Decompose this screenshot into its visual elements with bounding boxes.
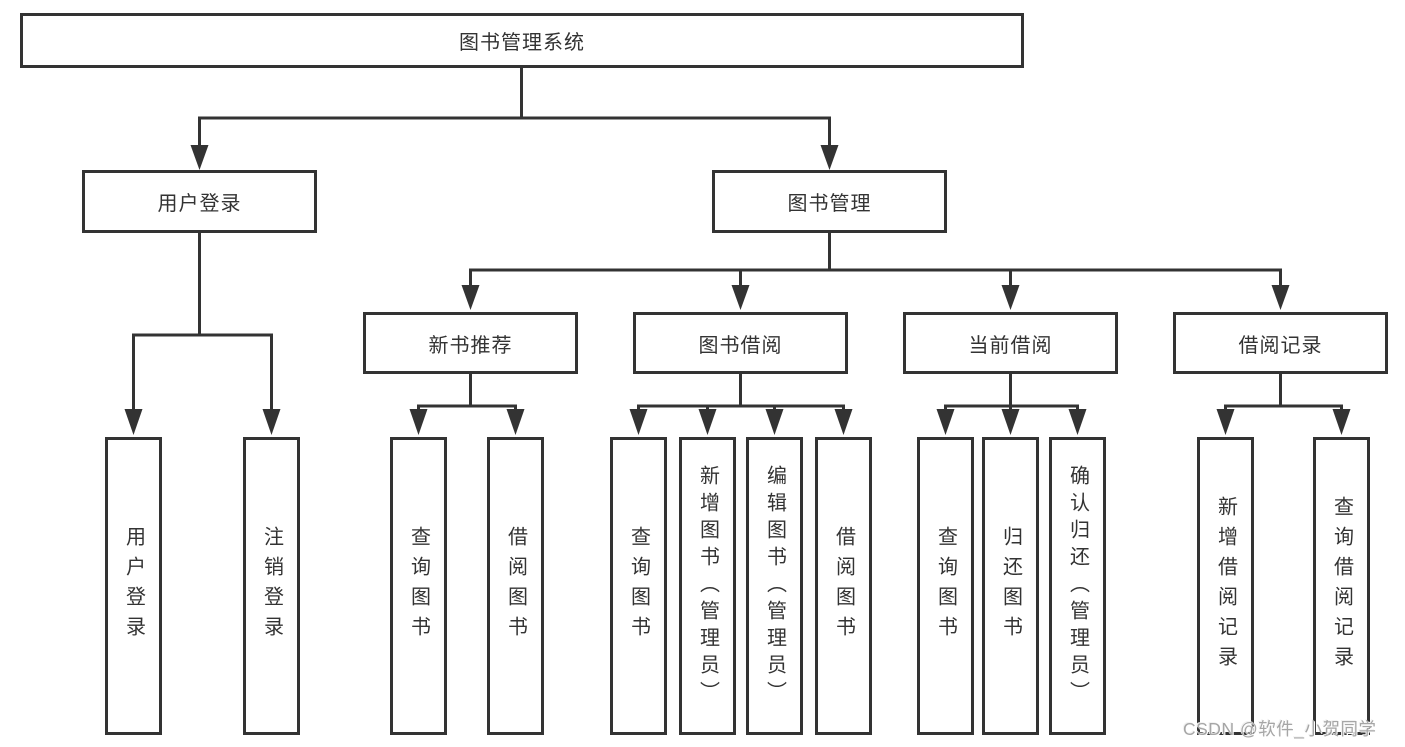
node-label: 借阅图书 <box>504 526 527 646</box>
node-user-login: 用户登录 <box>82 170 317 233</box>
connector-root-to-level2 <box>198 68 831 146</box>
arrowheads-record-children <box>1216 409 1351 435</box>
csdn-watermark: CSDN @软件_小贺同学 <box>1183 719 1377 739</box>
node-query-borrow-record: 查询借阅记录 <box>1313 437 1370 735</box>
node-label: 编辑图书（管理员） <box>763 464 786 708</box>
node-label: 确认归还（管理员） <box>1066 464 1089 708</box>
node-borrow-books-leaf: 借阅图书 <box>815 437 872 735</box>
node-return-books: 归还图书 <box>982 437 1039 735</box>
node-label: 借阅图书 <box>832 526 855 646</box>
connector-current-borrow-children <box>944 374 1079 411</box>
connector-user-login-children <box>132 233 273 411</box>
node-confirm-return-admin: 确认归还（管理员） <box>1049 437 1106 735</box>
node-query-books-recommend: 查询图书 <box>390 437 447 735</box>
node-logout-leaf: 注销登录 <box>243 437 300 735</box>
node-borrowing-records: 借阅记录 <box>1173 312 1388 374</box>
node-label: 用户登录 <box>122 526 145 646</box>
node-book-management: 图书管理 <box>712 170 947 233</box>
connector-borrowing-children <box>637 374 845 411</box>
node-label: 注销登录 <box>260 526 283 646</box>
node-book-borrowing: 图书借阅 <box>633 312 848 374</box>
node-edit-books-admin: 编辑图书（管理员） <box>746 437 803 735</box>
node-library-management-system: 图书管理系统 <box>20 13 1024 68</box>
node-label: 查询图书 <box>627 526 650 646</box>
node-user-login-leaf: 用户登录 <box>105 437 162 735</box>
node-label: 归还图书 <box>999 526 1022 646</box>
connector-record-children <box>1224 374 1343 411</box>
node-borrow-books-recommend: 借阅图书 <box>487 437 544 735</box>
arrowheads-current-borrow-children <box>936 409 1087 435</box>
node-query-books-current: 查询图书 <box>917 437 974 735</box>
node-add-borrow-record: 新增借阅记录 <box>1197 437 1254 735</box>
node-query-books-borrow: 查询图书 <box>610 437 667 735</box>
arrowheads-user-login-children <box>124 409 281 435</box>
node-new-book-recommendation: 新书推荐 <box>363 312 578 374</box>
node-label: 新增图书（管理员） <box>696 464 719 708</box>
arrowheads-recommend-children <box>409 409 525 435</box>
node-label: 查询图书 <box>934 526 957 646</box>
node-add-books-admin: 新增图书（管理员） <box>679 437 736 735</box>
node-label: 查询借阅记录 <box>1330 496 1353 676</box>
arrowheads-level2 <box>190 145 839 170</box>
connector-recommend-children <box>417 374 517 411</box>
node-label: 查询图书 <box>407 526 430 646</box>
arrowheads-level3 <box>461 285 1290 310</box>
node-current-borrowing: 当前借阅 <box>903 312 1118 374</box>
node-label: 新增借阅记录 <box>1214 496 1237 676</box>
arrowheads-borrowing-children <box>629 409 853 435</box>
connector-book-management-to-level3 <box>469 233 1282 287</box>
